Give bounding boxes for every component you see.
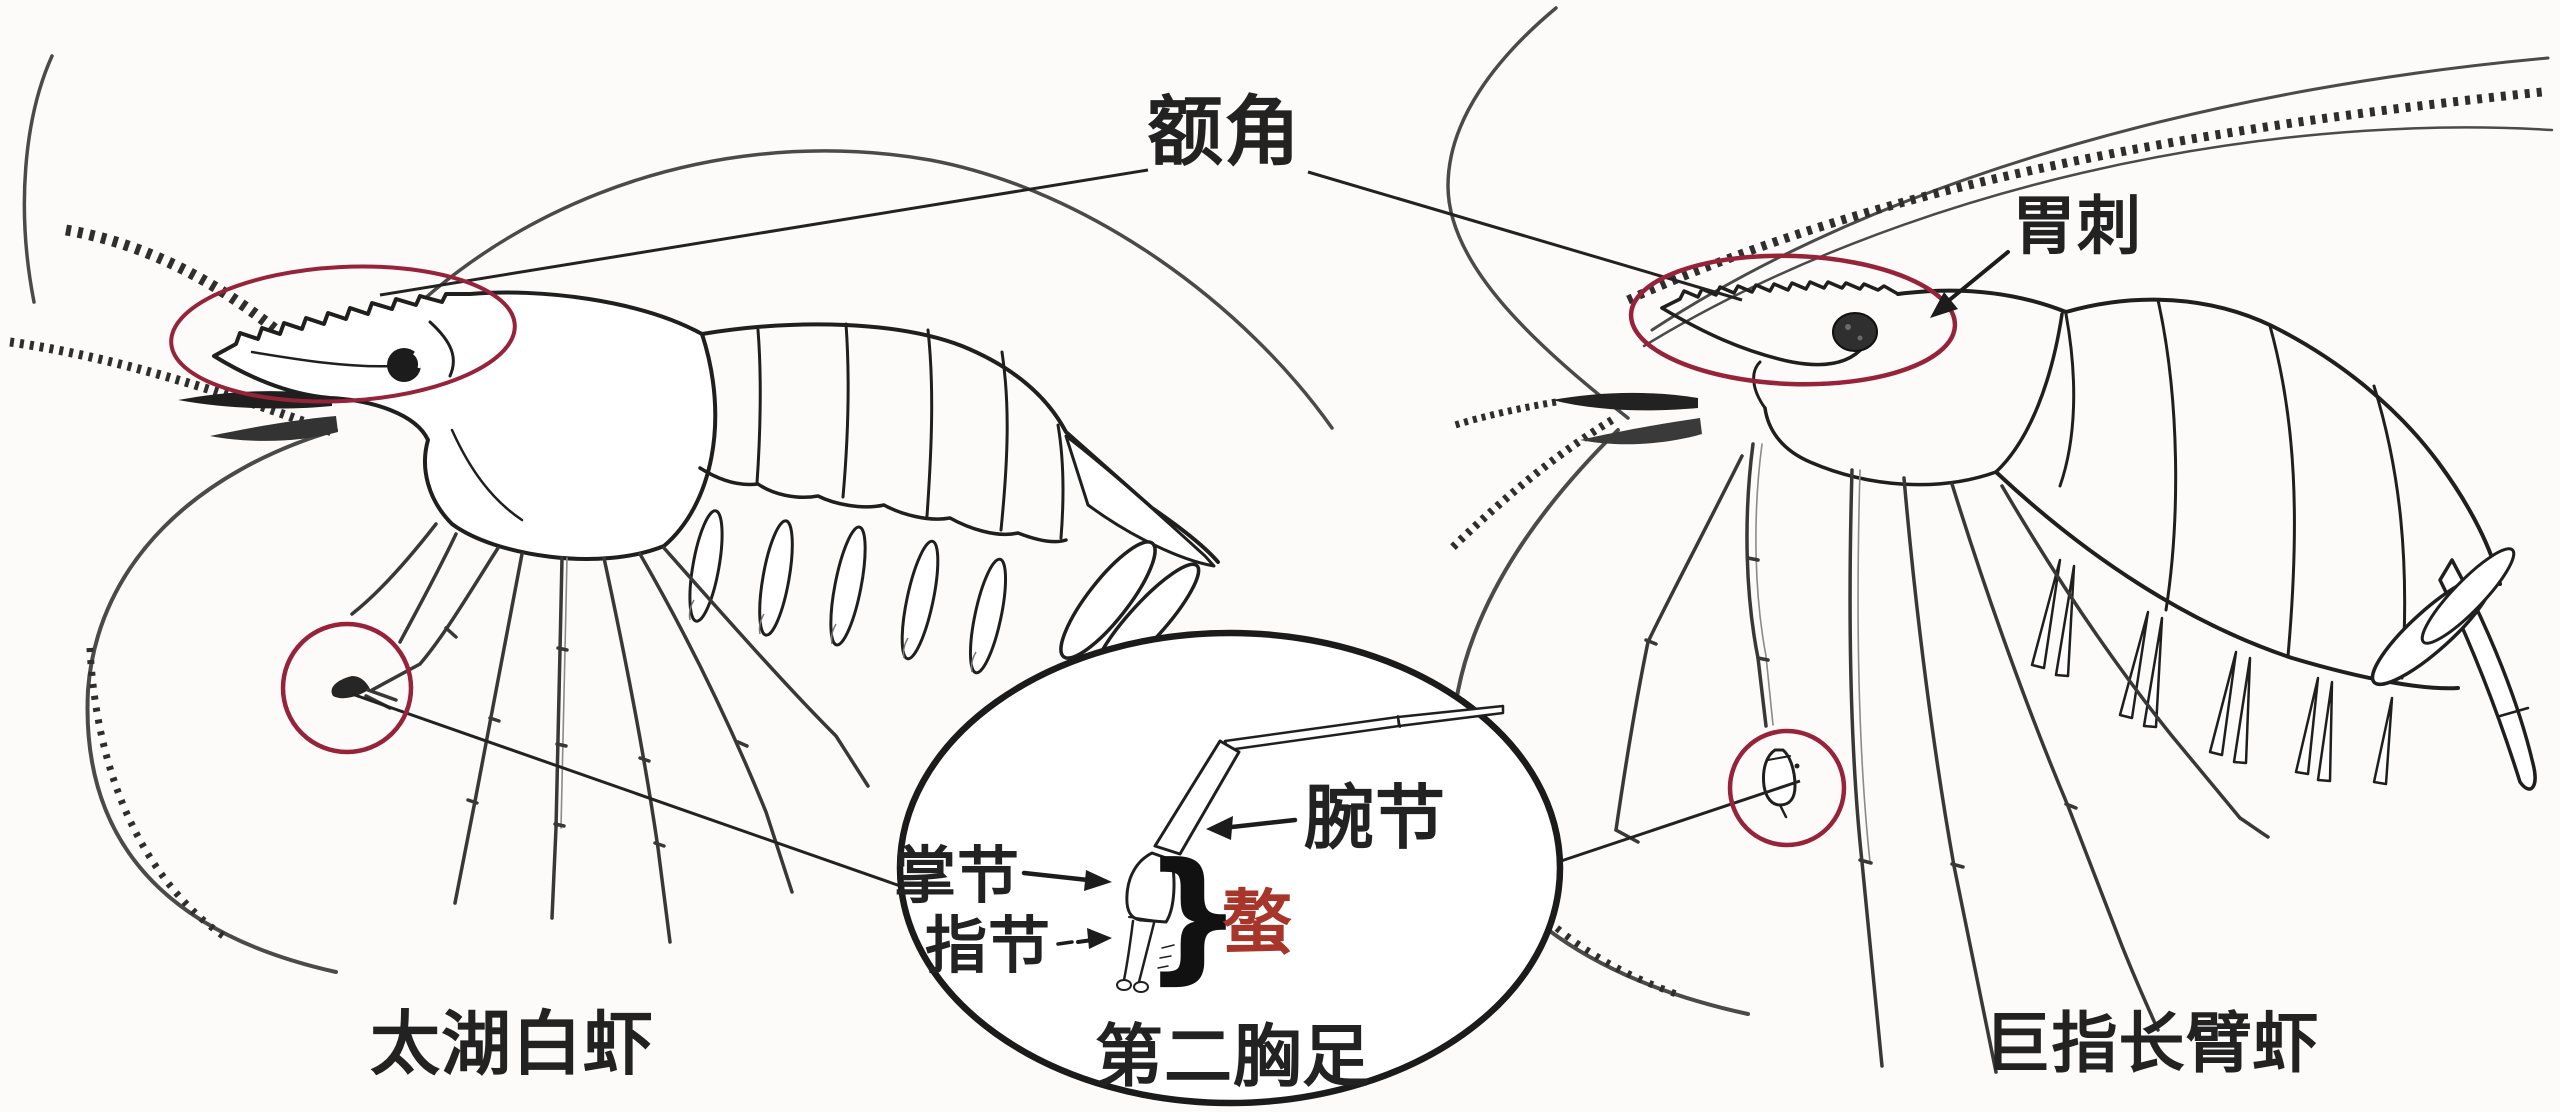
left-antenna-long-arc (343, 149, 1334, 430)
left-shrimp-illustration (9, 54, 1334, 974)
right-antennal-scale-1 (1552, 392, 1698, 411)
right-legs (1614, 442, 2270, 1074)
dactyl-arrow (1056, 940, 1074, 946)
dactyl-arrowhead (1087, 928, 1112, 949)
left-telson (1064, 434, 1216, 568)
left-antenna-corner-arc (22, 54, 54, 304)
right-antenna-loop (1446, 6, 1630, 420)
palm-arrow (1021, 870, 1091, 883)
magnifier-circle (896, 629, 1564, 1107)
left-antenna-sweep-texture (86, 647, 229, 941)
carpus-arrow (1229, 817, 1298, 830)
right-shrimp-illustration (1446, 6, 2554, 1074)
magnifier-connector-right (1557, 779, 1801, 864)
right-antenna-arc-1 (1650, 56, 2550, 332)
right-eye-texture-2 (1857, 335, 1863, 341)
magnifier-connector-left (351, 692, 907, 890)
right-telson-joint (2498, 706, 2530, 718)
palm-label: 掌节 (894, 839, 1020, 912)
left-antenna-big-sweep (85, 428, 338, 974)
gastric-spine-arrow (1945, 250, 2010, 304)
right-antenna-small-segmented (1449, 416, 1615, 551)
red-annotations (169, 253, 1958, 848)
right-eye (1832, 312, 1878, 352)
second-pereiopod-label: 第二胸足 (1095, 1018, 1371, 1097)
right-abdomen-bottom (1994, 470, 2460, 691)
magnifier-arrows (1021, 816, 1298, 949)
left-orbit-curve (428, 320, 455, 378)
left-eye (387, 348, 421, 382)
right-antennal-scale-2 (1580, 418, 1702, 445)
left-rostrum-inner-line (250, 350, 397, 368)
left-claw-red-circle (280, 621, 414, 755)
left-pleopods (688, 509, 1008, 675)
magnifier-inset (896, 629, 1564, 1107)
right-antenna-segmented-band (1626, 87, 2543, 305)
right-species-label: 巨指长臂虾 (1985, 1005, 2320, 1082)
left-abdomen-segment-dividers (755, 322, 1065, 540)
right-antenna-arc-2 (1642, 126, 2554, 348)
left-carapace (212, 290, 718, 561)
right-carapace-bottom (1763, 406, 1998, 487)
left-antennal-scale-1 (178, 391, 332, 409)
magnified-leg (1116, 704, 1505, 993)
left-antennal-scale-2 (210, 416, 338, 441)
rostrum-label: 额角 (1147, 87, 1301, 176)
rostrum-line-left (379, 168, 1149, 297)
left-head-red-ellipse (169, 264, 517, 404)
right-chin (1752, 360, 1767, 410)
left-abdomen-bottom (698, 466, 1068, 544)
carpus-label: 腕节 (1304, 777, 1446, 859)
right-abdomen-dividers (2058, 298, 2407, 680)
left-legs (350, 522, 870, 944)
palm-arrowhead (1084, 870, 1112, 891)
gastric-spine-arrowhead (1930, 292, 1958, 318)
gastric-spine-pointer (1930, 250, 2010, 318)
gastric-spine-label: 胃刺 (2012, 190, 2142, 264)
dactyl-label: 指节 (925, 909, 1051, 982)
left-uropod-1 (1059, 540, 1157, 660)
right-back-line (1896, 288, 2502, 586)
left-eye-highlight (412, 351, 421, 369)
right-carapace-rear (1994, 312, 2064, 474)
carpus-arrowhead (1206, 816, 1233, 840)
chela-label: 螯 (1222, 882, 1292, 964)
brace-glyph: } (1142, 833, 1243, 998)
rostrum-line-right (1307, 170, 1743, 302)
right-pleopods (2030, 558, 2394, 786)
left-carapace-inner-line (450, 428, 524, 522)
right-head-red-ellipse (1628, 253, 1958, 387)
right-head-lower (1660, 306, 1866, 367)
right-claw-red-circle (1727, 728, 1847, 848)
left-species-label: 太湖白虾 (370, 1003, 654, 1085)
left-abdomen-back (700, 322, 1220, 564)
text-labels: 额角 胃刺 腕节 掌节 指节 } 螯 第二胸足 太湖白虾 巨指长臂虾 (370, 87, 2320, 1097)
right-eye-texture (1845, 324, 1851, 330)
right-antenna-small-segmented-2 (1450, 398, 1557, 430)
right-uropod-2 (2420, 547, 2516, 645)
connector-lines (351, 168, 1801, 890)
left-antenna-segmented-band-2 (9, 337, 334, 437)
